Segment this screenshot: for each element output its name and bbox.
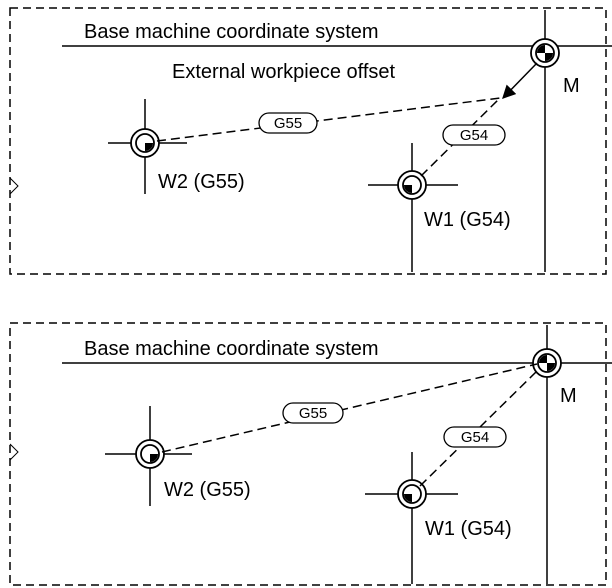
g54-tag: G54	[442, 124, 506, 146]
panel-bottom-left-chevron	[9, 443, 19, 461]
w2-label: W2 (G55)	[158, 171, 245, 193]
svg-text:G54: G54	[460, 127, 488, 144]
base-system-label: Base machine coordinate system	[84, 21, 379, 43]
g55-tag: G55	[282, 402, 344, 424]
w1-label: W1 (G54)	[425, 518, 512, 540]
w2-origin-symbol	[135, 439, 165, 469]
g54-dashed-line	[420, 97, 501, 177]
panel-top: Base machine coordinate system External …	[9, 7, 612, 275]
g55-dashed-line	[161, 363, 538, 453]
w1-label: W1 (G54)	[424, 209, 511, 231]
svg-text:G54: G54	[461, 429, 489, 446]
origin-m-label: M	[563, 75, 580, 97]
svg-text:G55: G55	[274, 115, 302, 132]
g54-tag: G54	[443, 426, 507, 448]
w2-origin-symbol	[130, 128, 160, 158]
w2-label: W2 (G55)	[164, 479, 251, 501]
g55-dashed-line	[156, 97, 501, 142]
origin-m-symbol	[532, 348, 562, 378]
g55-tag: G55	[258, 112, 318, 134]
origin-m-symbol	[530, 38, 560, 68]
external-offset-label: External workpiece offset	[172, 61, 396, 83]
panel-top-frame	[9, 7, 607, 275]
base-system-label: Base machine coordinate system	[84, 338, 379, 360]
w1-origin-symbol	[397, 479, 427, 509]
svg-text:G55: G55	[299, 405, 327, 422]
origin-m-label: M	[560, 385, 577, 407]
w1-origin-symbol	[397, 170, 427, 200]
panel-top-left-chevron	[9, 177, 19, 195]
external-offset-arrow	[502, 62, 538, 99]
panel-bottom: Base machine coordinate system M W2 (G55…	[9, 322, 612, 586]
